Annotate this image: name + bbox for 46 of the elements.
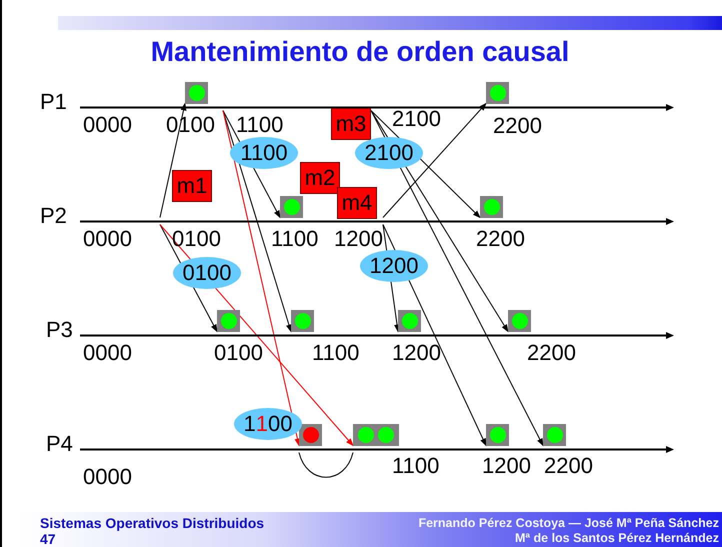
slide-title: Mantenimiento de orden causal — [150, 36, 570, 68]
timestamp: 1100 — [312, 342, 360, 364]
arrow — [382, 102, 487, 218]
message-box: m3 — [331, 108, 371, 140]
footer-title: Sistemas Operativos Distribuidos — [40, 516, 264, 530]
edge-label: 1100 — [234, 408, 302, 440]
author-credit: Fernando Pérez Costoya — José Mª Peña Sánchez — [418, 517, 719, 530]
process-label: P3 — [46, 319, 73, 341]
timestamp: 2100 — [392, 108, 441, 130]
timestamp: 0000 — [83, 114, 132, 136]
message-box: m1 — [172, 170, 212, 202]
timeline-arrow — [80, 332, 674, 338]
arrow — [160, 102, 186, 218]
timestamp: 0000 — [83, 228, 132, 250]
timestamp: 0000 — [83, 342, 132, 364]
author-credit: Mª de los Santos Pérez Hernández — [515, 532, 719, 544]
timestamp: 2200 — [476, 228, 525, 250]
timestamp: 1100 — [271, 228, 318, 250]
timestamp: 2200 — [527, 342, 576, 364]
process-label: P4 — [46, 433, 73, 455]
arrow — [222, 110, 292, 332]
timeline-arrow — [80, 446, 674, 452]
message-box: m2 — [300, 162, 340, 194]
message-box: m4 — [337, 187, 377, 219]
process-label: P1 — [40, 91, 67, 113]
edge-label: 1200 — [360, 250, 428, 282]
edge-label: 0100 — [173, 257, 241, 289]
timestamp: 1100 — [392, 455, 440, 477]
timeline-arrow — [80, 104, 674, 110]
timestamp: 2200 — [544, 455, 593, 477]
edge-label: 2100 — [355, 137, 423, 169]
timestamp: 1200 — [482, 455, 531, 477]
page-number: 47 — [40, 532, 56, 546]
timestamp: 1100 — [236, 114, 284, 136]
edge-label: 1100 — [230, 137, 298, 169]
timestamp: 1200 — [392, 342, 441, 364]
timestamp: 0100 — [172, 228, 221, 250]
curved-line — [298, 452, 354, 478]
timestamp: 0000 — [83, 466, 132, 488]
timestamp: 1200 — [334, 228, 383, 250]
process-label: P2 — [40, 205, 67, 227]
timeline-arrow — [80, 218, 674, 224]
timestamp: 2200 — [493, 115, 542, 137]
timestamp: 0100 — [214, 342, 263, 364]
arrow — [370, 110, 544, 446]
arrow — [222, 110, 300, 446]
